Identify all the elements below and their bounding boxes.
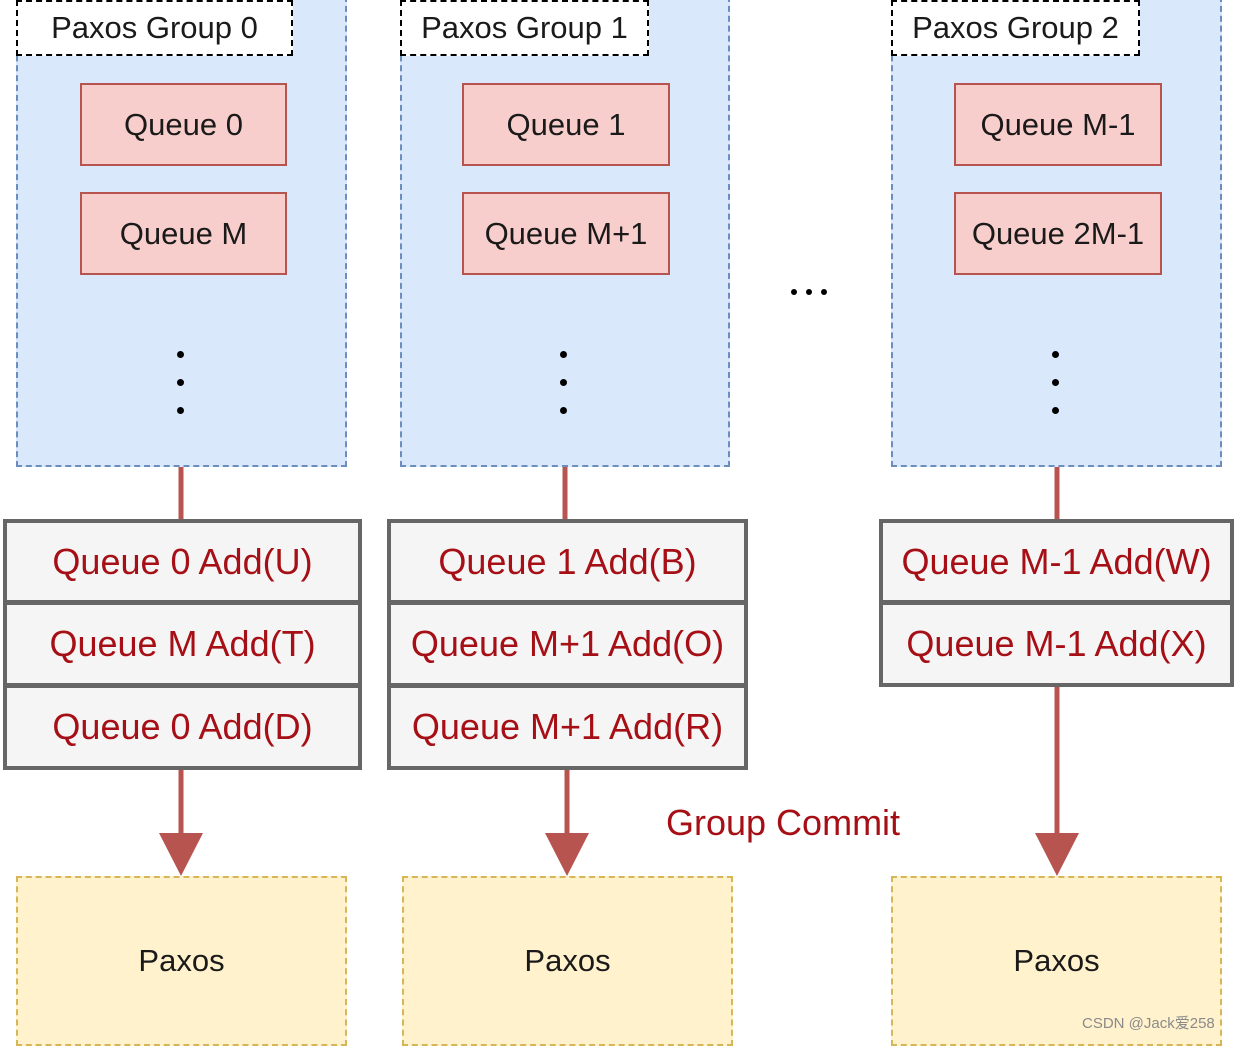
horizontal-ellipsis-dot: [791, 289, 797, 295]
group-2-commit-arrowhead: [1035, 833, 1079, 876]
operation-box: Queue M+1 Add(O): [387, 601, 748, 687]
vertical-ellipsis-dot: [1052, 379, 1059, 386]
vertical-ellipsis-dot: [560, 407, 567, 414]
queue-box: Queue 1: [462, 83, 670, 166]
paxos-box: Paxos: [891, 876, 1222, 1046]
horizontal-ellipsis-dot: [806, 289, 812, 295]
vertical-ellipsis-dot: [1052, 407, 1059, 414]
vertical-ellipsis-dot: [560, 379, 567, 386]
paxos-group-0-title: Paxos Group 0: [16, 0, 293, 56]
operation-box: Queue M-1 Add(X): [879, 601, 1234, 687]
queue-box: Queue M: [80, 192, 287, 275]
operation-box: Queue 1 Add(B): [387, 519, 748, 604]
vertical-ellipsis-dot: [177, 407, 184, 414]
queue-box: Queue M+1: [462, 192, 670, 275]
queue-box: Queue 0: [80, 83, 287, 166]
horizontal-ellipsis-dot: [821, 289, 827, 295]
vertical-ellipsis-dot: [560, 351, 567, 358]
paxos-group-0: [16, 0, 347, 467]
group-1-commit-arrowhead: [545, 833, 589, 876]
vertical-ellipsis-dot: [1052, 351, 1059, 358]
paxos-group-1-title: Paxos Group 1: [400, 0, 649, 56]
queue-box: Queue 2M-1: [954, 192, 1162, 275]
vertical-ellipsis-dot: [177, 351, 184, 358]
paxos-box: Paxos: [402, 876, 733, 1046]
operation-box: Queue 0 Add(D): [3, 684, 362, 770]
watermark-text: CSDN @Jack爱258: [1082, 1015, 1215, 1032]
vertical-ellipsis-dot: [177, 379, 184, 386]
operation-box: Queue M Add(T): [3, 601, 362, 687]
group-commit-label: Group Commit: [666, 802, 901, 843]
paxos-group-2-title: Paxos Group 2: [891, 0, 1140, 56]
operation-box: Queue 0 Add(U): [3, 519, 362, 604]
queue-box: Queue M-1: [954, 83, 1162, 166]
group-0-commit-arrowhead: [159, 833, 203, 876]
operation-box: Queue M+1 Add(R): [387, 684, 748, 770]
operation-box: Queue M-1 Add(W): [879, 519, 1234, 604]
paxos-box: Paxos: [16, 876, 347, 1046]
